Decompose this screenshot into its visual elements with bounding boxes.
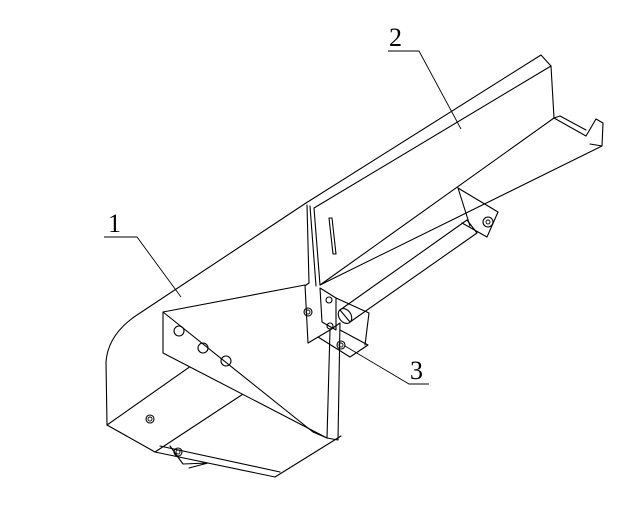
pivot-assembly-part-3: [303, 187, 499, 358]
leader-line-3: [344, 345, 429, 385]
housing-part-1: [105, 202, 342, 478]
channel-part-2: [305, 54, 604, 287]
mount-hole-3: [220, 355, 232, 367]
leader-line-1: [104, 236, 182, 298]
leader-line-2: [388, 50, 462, 130]
mount-hole-1: [173, 325, 185, 337]
callout-2: 2: [388, 23, 462, 130]
part-label-3: 3: [410, 356, 423, 385]
mount-hole-2: [197, 342, 209, 354]
callout-3: 3: [344, 345, 429, 385]
part-label-1: 1: [108, 209, 121, 238]
callout-1: 1: [104, 209, 182, 298]
part-label-2: 2: [389, 23, 402, 52]
